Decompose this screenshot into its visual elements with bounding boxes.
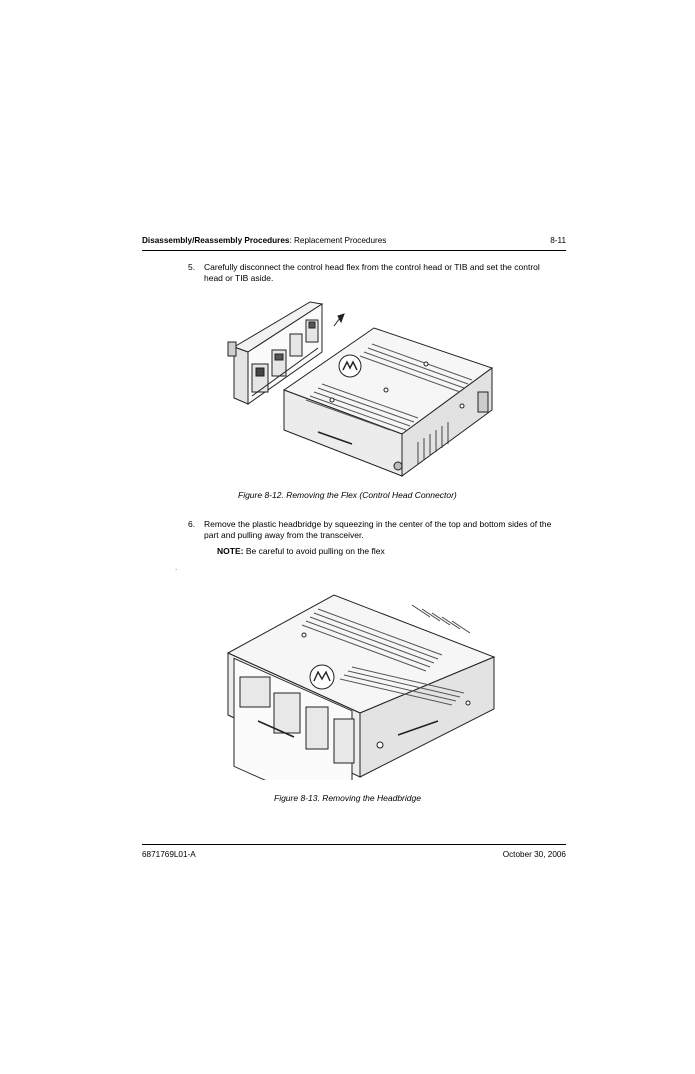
note-label: NOTE:: [217, 546, 244, 556]
running-header: Disassembly/Reassembly Procedures: Repla…: [142, 236, 566, 250]
footer-rule: [142, 844, 566, 845]
figure-8-12-caption: Figure 8-12. Removing the Flex (Control …: [238, 490, 457, 500]
header-section-title: Disassembly/Reassembly Procedures: Repla…: [142, 236, 386, 245]
stray-mark: .: [175, 563, 178, 572]
step-text-line: part and pulling away from the transceiv…: [204, 530, 364, 540]
step-number: 6.: [188, 519, 196, 529]
header-section-rest: : Replacement Procedures: [289, 236, 387, 245]
note: NOTE: Be careful to avoid pulling on the…: [217, 546, 385, 556]
step-text: Remove the plastic headbridge by squeezi…: [204, 519, 551, 541]
step-text-line: head or TIB aside.: [204, 273, 274, 283]
figure-8-13-illustration: [226, 594, 496, 780]
note-text: Be careful to avoid pulling on the flex: [243, 546, 385, 556]
figure-8-12-illustration: [227, 301, 494, 477]
footer-doc-number: 6871769L01-A: [142, 850, 196, 859]
figure-8-13-caption: Figure 8-13. Removing the Headbridge: [274, 793, 421, 803]
footer-date: October 30, 2006: [502, 850, 566, 859]
step-number: 5.: [188, 262, 196, 272]
header-section-bold: Disassembly/Reassembly Procedures: [142, 236, 290, 245]
step-text: Carefully disconnect the control head fl…: [204, 262, 540, 284]
header-page-number: 8-11: [550, 236, 566, 245]
header-rule: [142, 250, 566, 251]
step-text-line: Remove the plastic headbridge by squeezi…: [204, 519, 552, 529]
transceiver-drawing: [282, 327, 494, 477]
step-text-line: Carefully disconnect the control head fl…: [204, 262, 540, 272]
transceiver-headbridge-drawing: [226, 594, 496, 780]
control-head-drawing: [227, 301, 345, 405]
